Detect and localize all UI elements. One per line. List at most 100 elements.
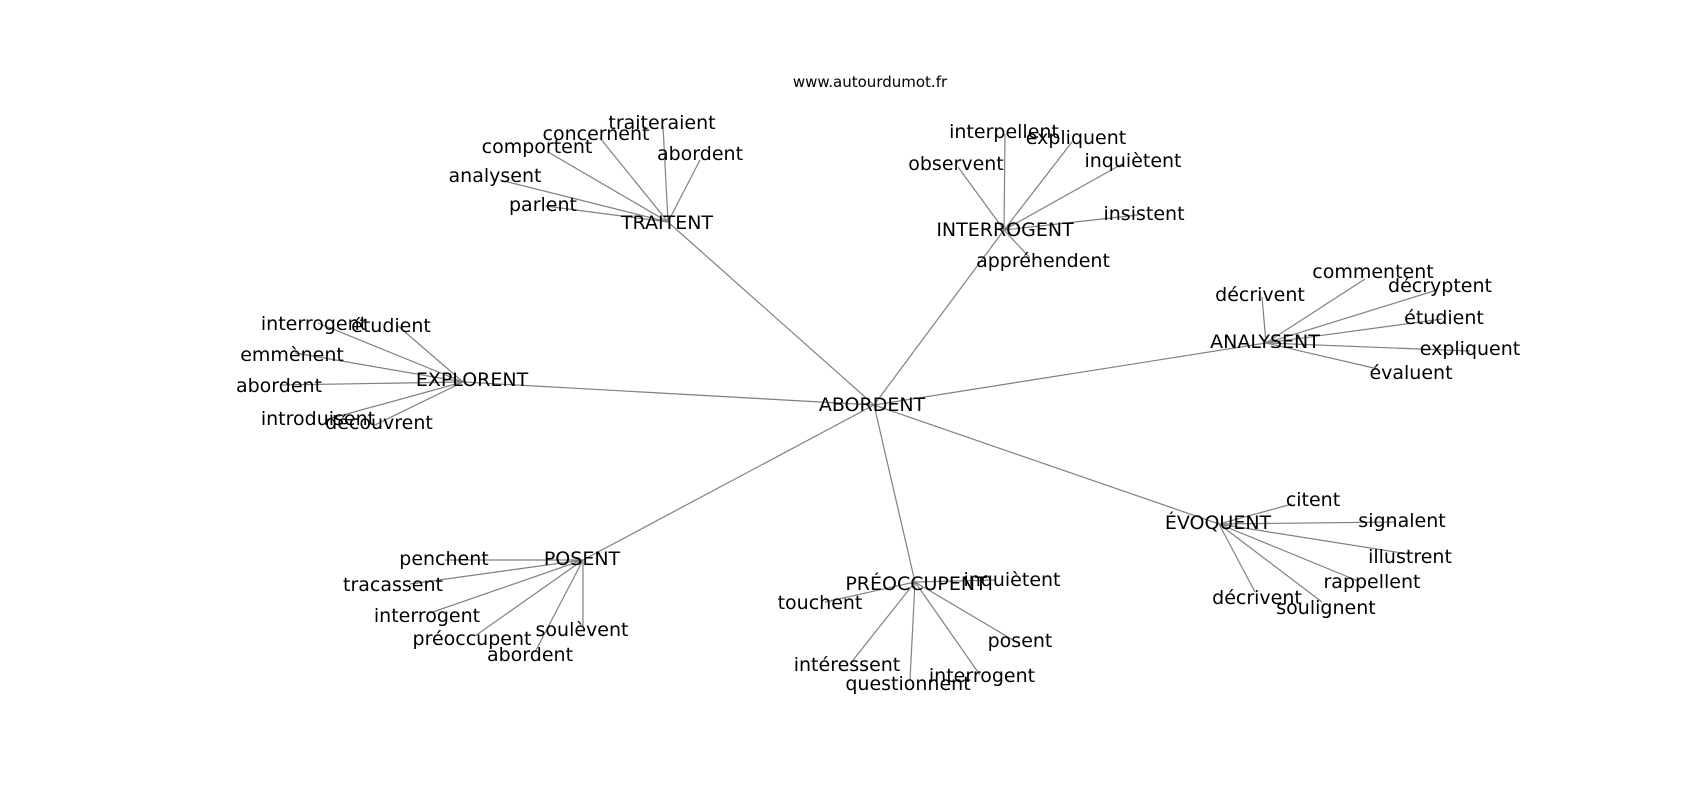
leaf-node[interactable]: préoccupent <box>413 628 532 650</box>
leaf-node[interactable]: expliquent <box>1420 338 1521 360</box>
edge-hub-to-leaf <box>1265 289 1438 344</box>
root-node[interactable]: ABORDENT <box>819 394 926 416</box>
leaf-node[interactable]: abordent <box>487 644 573 666</box>
leaf-node[interactable]: soulèvent <box>536 619 629 641</box>
hub-node[interactable]: POSENT <box>544 548 621 570</box>
graph-nodes: ABORDENTTRAITENTtraiteraientconcernentco… <box>236 112 1520 695</box>
edge-hub-to-leaf <box>1003 229 1031 259</box>
leaf-node[interactable]: posent <box>988 630 1053 652</box>
hub-node[interactable]: PRÉOCCUPENT <box>845 572 987 595</box>
leaf-node[interactable]: citent <box>1286 489 1340 511</box>
edge-hub-to-leaf <box>909 581 916 681</box>
edge-hub-to-leaf <box>374 381 464 426</box>
edge-hub-to-leaf <box>409 559 584 585</box>
leaf-node[interactable]: parlent <box>509 194 577 216</box>
edge-hub-to-leaf <box>1218 523 1323 603</box>
leaf-node[interactable]: appréhendent <box>976 250 1110 272</box>
edge-hub-to-leaf <box>544 205 669 223</box>
edge-hub-to-leaf <box>279 381 464 386</box>
leaf-node[interactable]: étudient <box>1404 307 1484 329</box>
leaf-node[interactable]: comportent <box>482 136 593 158</box>
leaf-node[interactable]: commentent <box>1312 261 1433 283</box>
edge-root-to-hub <box>873 404 916 583</box>
edge-root-to-hub <box>873 404 1220 525</box>
edge-hub-to-leaf <box>1218 503 1293 525</box>
edge-hub-to-leaf <box>599 137 669 223</box>
edge-hub-to-leaf <box>957 166 1005 231</box>
edge-root-to-hub <box>873 342 1267 406</box>
leaf-node[interactable]: interrogent <box>929 665 1035 687</box>
leaf-node[interactable]: interrogent <box>374 605 480 627</box>
edge-hub-to-leaf <box>499 179 669 223</box>
leaf-node[interactable]: interrogent <box>261 313 367 335</box>
edge-hub-to-leaf <box>914 581 981 676</box>
graph-edges <box>279 125 1471 681</box>
edge-hub-to-leaf <box>1265 318 1443 344</box>
hub-node[interactable]: INTERROGENT <box>936 219 1074 241</box>
leaf-node[interactable]: décrivent <box>1212 587 1302 609</box>
edge-hub-to-leaf <box>1218 521 1396 525</box>
leaf-node[interactable]: tracassent <box>343 574 443 596</box>
leaf-node[interactable]: intéressent <box>794 654 901 676</box>
edge-hub-to-leaf <box>1218 523 1359 582</box>
edge-hub-to-leaf <box>1265 342 1471 352</box>
leaf-node[interactable]: abordent <box>657 143 743 165</box>
edge-hub-to-leaf <box>1003 214 1139 231</box>
leaf-node[interactable]: signalent <box>1358 510 1445 532</box>
edge-hub-to-leaf <box>914 579 996 583</box>
edge-hub-to-leaf <box>1218 523 1256 593</box>
edge-hub-to-leaf <box>429 559 584 614</box>
leaf-node[interactable]: introduisent <box>261 408 375 430</box>
leaf-node[interactable]: traiteraient <box>608 112 715 134</box>
leaf-node[interactable]: touchent <box>778 592 863 614</box>
leaf-node[interactable]: étudient <box>351 315 431 337</box>
edge-hub-to-leaf <box>824 581 916 603</box>
leaf-node[interactable]: questionnent <box>845 673 970 695</box>
leaf-node[interactable]: observent <box>908 153 1004 175</box>
leaf-node[interactable]: insistent <box>1103 203 1184 225</box>
leaf-node[interactable]: emmènent <box>240 344 344 366</box>
leaf-node[interactable]: illustrent <box>1368 546 1452 568</box>
hub-node[interactable]: ÉVOQUENT <box>1165 511 1272 534</box>
edge-root-to-hub <box>582 404 875 561</box>
edge-hub-to-leaf <box>317 322 464 383</box>
leaf-node[interactable]: évaluent <box>1369 362 1452 384</box>
hub-node[interactable]: TRAITENT <box>620 212 713 234</box>
edge-hub-to-leaf <box>474 559 584 637</box>
edge-hub-to-leaf <box>662 125 669 223</box>
site-label: www.autourdumot.fr <box>793 73 948 91</box>
edge-root-to-hub <box>462 381 875 406</box>
edge-hub-to-leaf <box>294 352 464 383</box>
edge-hub-to-leaf <box>667 159 701 223</box>
edge-root-to-hub <box>873 229 1005 406</box>
leaf-node[interactable]: décryptent <box>1388 275 1492 297</box>
edge-hub-to-leaf <box>1003 133 1006 231</box>
edge-hub-to-leaf <box>1003 163 1123 231</box>
leaf-node[interactable]: soulignent <box>1276 597 1375 619</box>
leaf-node[interactable]: inquiètent <box>1084 150 1181 172</box>
edge-root-to-hub <box>667 221 875 406</box>
edge-hub-to-leaf <box>849 581 916 665</box>
edge-hub-to-leaf <box>547 151 669 223</box>
leaf-node[interactable]: inquiètent <box>963 569 1060 591</box>
leaf-node[interactable]: expliquent <box>1026 127 1127 149</box>
hub-node[interactable]: EXPLORENT <box>416 369 529 391</box>
edge-hub-to-leaf <box>1218 523 1409 555</box>
leaf-node[interactable]: décrivent <box>1215 284 1305 306</box>
leaf-node[interactable]: analysent <box>449 165 542 187</box>
leaf-node[interactable]: découvrent <box>325 412 433 434</box>
edge-hub-to-leaf <box>1261 296 1267 344</box>
leaf-node[interactable]: abordent <box>236 375 322 397</box>
leaf-node[interactable]: rappellent <box>1323 571 1420 593</box>
leaf-node[interactable]: interpellent <box>949 121 1059 143</box>
leaf-node[interactable]: concernent <box>543 123 650 145</box>
edge-hub-to-leaf <box>1265 278 1366 344</box>
edge-hub-to-leaf <box>397 325 464 383</box>
edge-hub-to-leaf <box>324 381 464 421</box>
leaf-node[interactable]: penchent <box>399 548 488 570</box>
hub-node[interactable]: ANALYSENT <box>1210 331 1320 353</box>
edge-hub-to-leaf <box>914 581 1014 641</box>
edge-hub-to-leaf <box>1003 141 1073 231</box>
edge-hub-to-leaf <box>1265 342 1379 370</box>
